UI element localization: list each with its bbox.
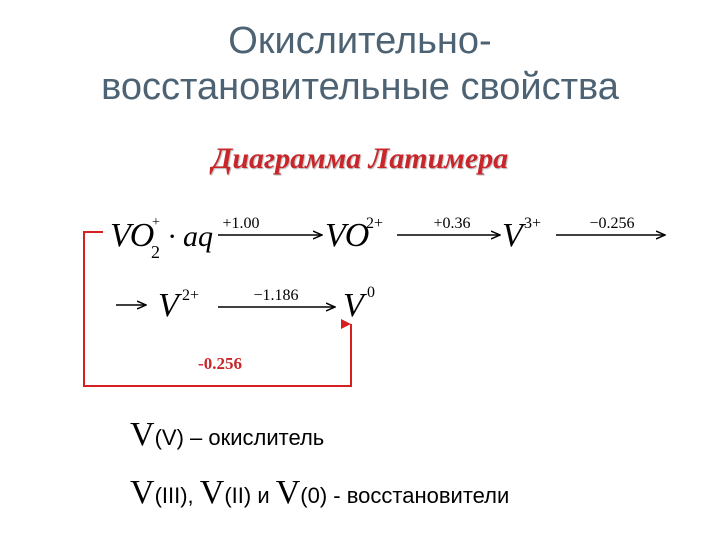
species-vo2: VO (110, 217, 154, 254)
potential-vo2-vo: +1.00 (222, 215, 259, 232)
species-v2: V (158, 287, 183, 324)
overall-bracket-arrow (83, 231, 352, 387)
species-vo: VO (325, 217, 369, 254)
species-v0-charge: 0 (367, 284, 375, 301)
note-reducer-symbol-2: V (199, 474, 225, 511)
potential-overall: -0.256 (198, 354, 242, 373)
species-v2-charge: 2+ (182, 287, 199, 304)
note-oxidizer-text: (V) – окислитель (154, 425, 325, 450)
species-vo-charge: 2+ (366, 215, 383, 232)
note-reducer-symbol-3: V (275, 474, 301, 511)
slide-title: Окислительно- восстановительные свойства (0, 18, 720, 110)
note-reducer-text-2: (II) и (224, 483, 276, 508)
latimer-diagram-heading: Диаграмма Латимера (211, 142, 509, 175)
species-vo2-subscript: 2 (151, 242, 160, 262)
potential-v2-v0: −1.186 (253, 287, 298, 304)
note-oxidizer-symbol: V (130, 416, 155, 453)
note-reducer-text-1: (III), (154, 483, 200, 508)
note-reducer-symbol-1: V (130, 474, 155, 511)
note-reducer-text-3: (0) - восстановители (300, 483, 510, 508)
species-vo2-charge: + (152, 215, 160, 230)
species-v3-charge: 3+ (524, 215, 541, 232)
potential-v3-v2: −0.256 (589, 215, 634, 232)
species-aq: · aq (168, 220, 213, 253)
slide-title-line2: восстановительные свойства (101, 66, 619, 108)
species-v0: V (343, 287, 368, 324)
note-reducers: V(III), V(II) и V(0) - восстановители (130, 474, 509, 512)
slide-title-line1: Окислительно- (228, 20, 492, 62)
note-oxidizer: V(V) – окислитель (130, 416, 324, 454)
potential-vo-v3: +0.36 (433, 215, 470, 232)
